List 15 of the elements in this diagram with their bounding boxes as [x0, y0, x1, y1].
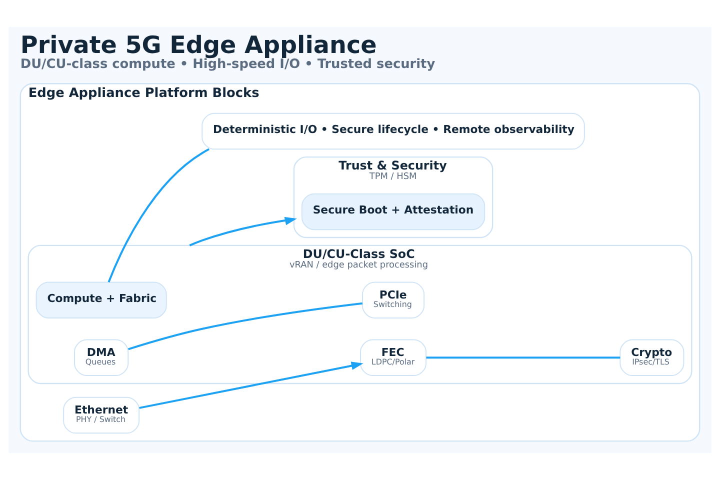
diagram-title: Private 5G Edge Appliance	[20, 31, 377, 60]
caption: DU/CU-class compute • High-speed I/O • Trusted security	[20, 57, 436, 72]
node-box: Crypto IPsec/TLS	[620, 339, 684, 376]
connector	[128, 302, 363, 350]
arrow	[139, 362, 364, 409]
node-box: Ethernet PHY / Switch	[63, 396, 140, 434]
connector	[108, 148, 210, 282]
arrow	[189, 216, 297, 246]
node-box: Deterministic I/O • Secure lifecycle • Remote observability	[202, 112, 585, 150]
node-box: Compute + Fabric	[36, 282, 167, 318]
node-box: FEC LDPC/Polar	[360, 339, 427, 376]
connector	[426, 356, 620, 359]
node-box: DMA Queues	[74, 339, 129, 376]
node-box: PCIe Switching	[362, 282, 425, 318]
node-box: Secure Boot + Attestation	[301, 193, 486, 230]
